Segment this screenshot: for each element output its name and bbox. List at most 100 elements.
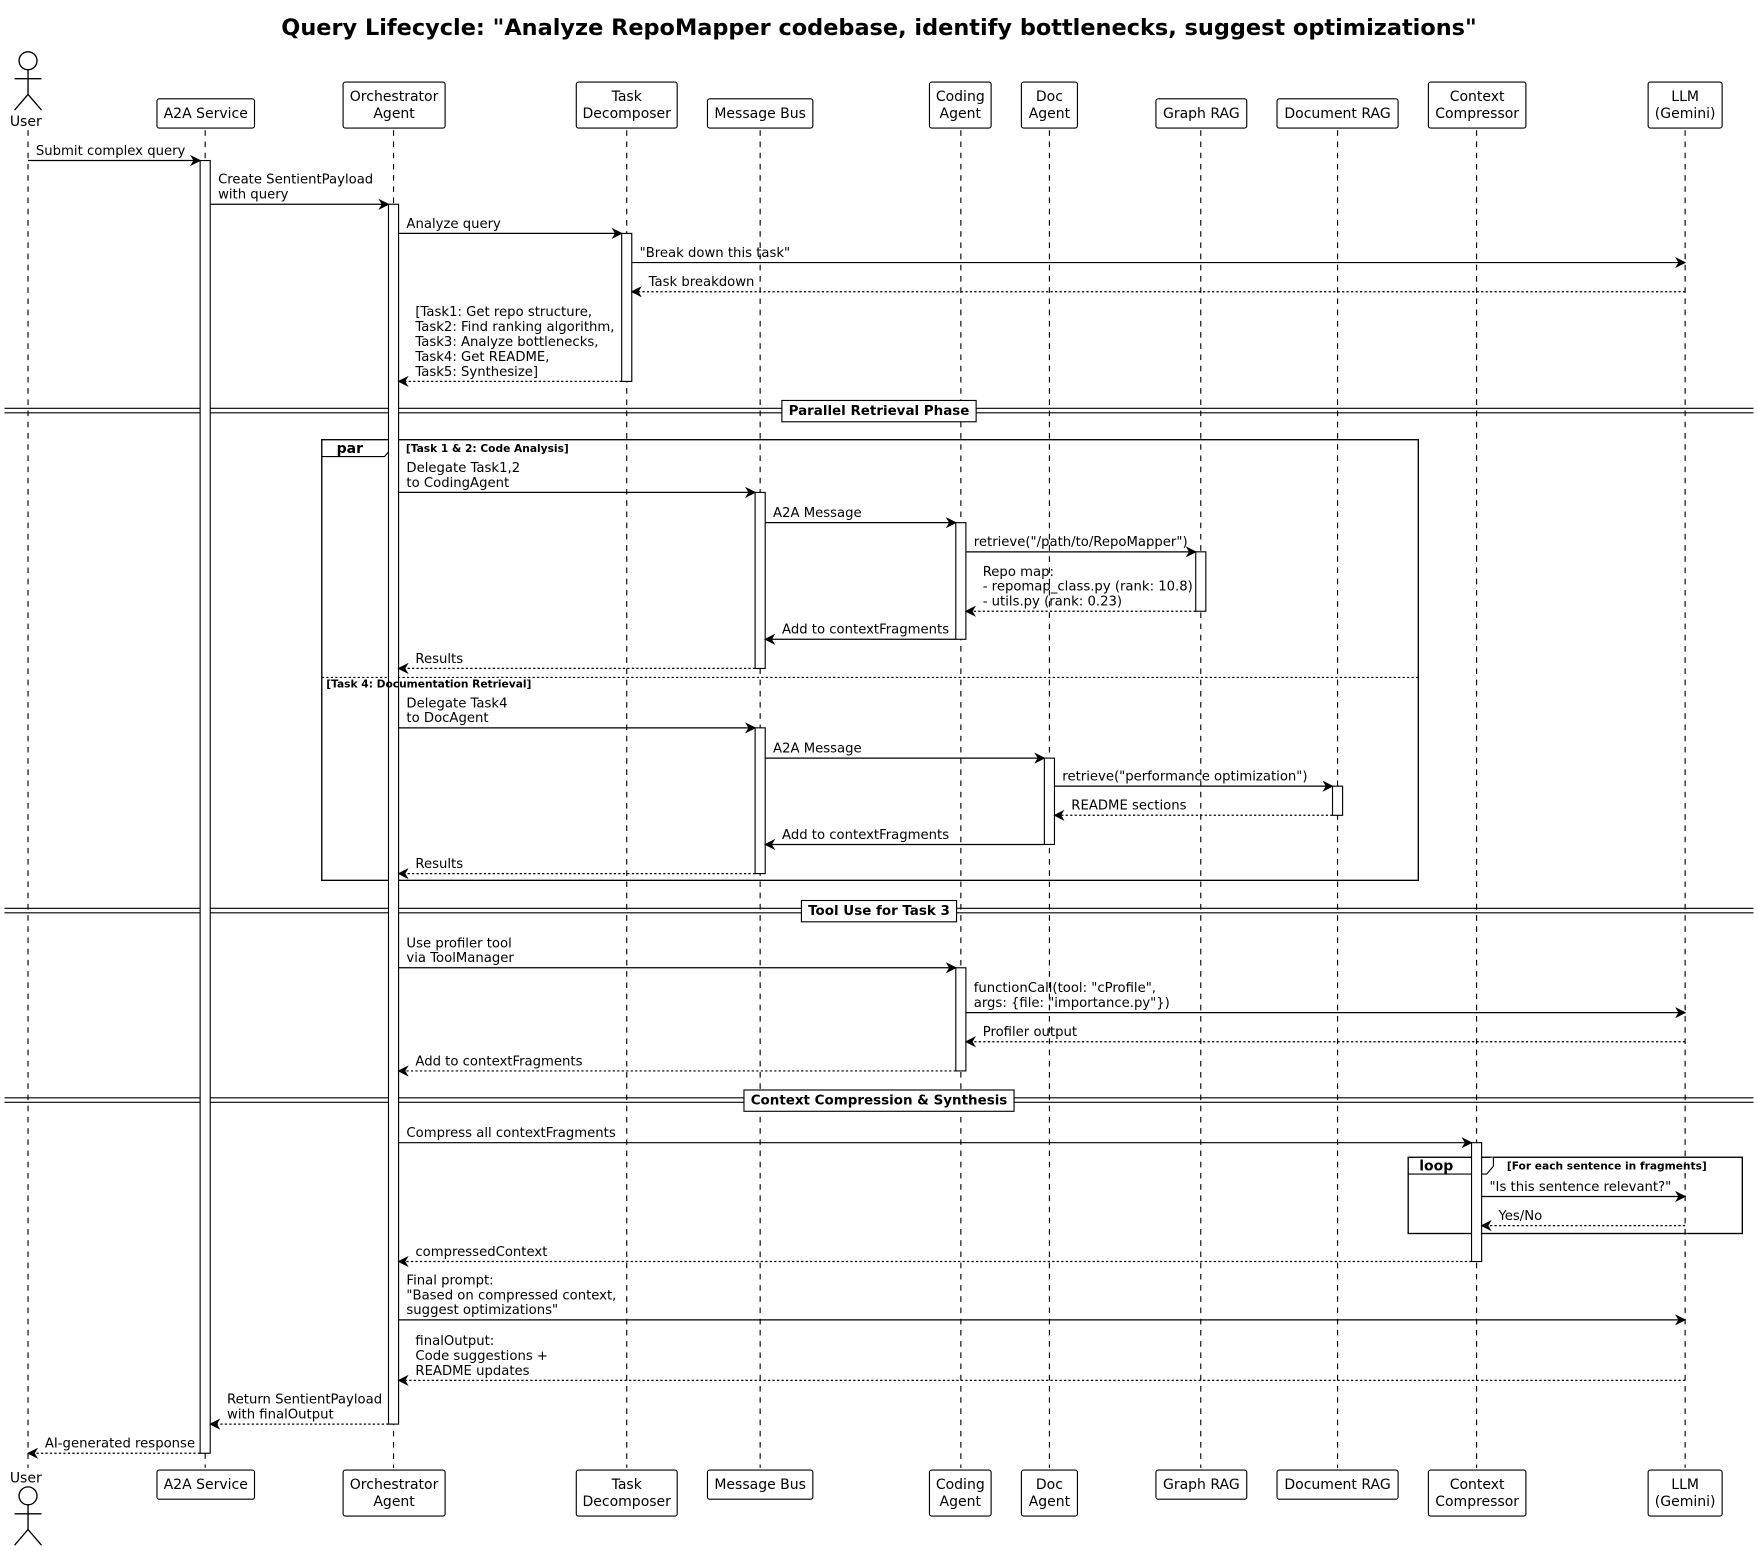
message-label: Results — [415, 857, 463, 872]
message-label: Results — [415, 652, 463, 667]
participant-box — [928, 81, 992, 129]
message-mb-to-coding: A2A Message — [765, 506, 957, 529]
fragment-keyword: loop — [1419, 1159, 1453, 1175]
bottom-participant-coding: CodingAgent — [928, 1469, 992, 1517]
message-label: - utils.py (rank: 0.23) — [983, 595, 1122, 610]
message-mb-to-doc: A2A Message — [765, 742, 1046, 764]
activation-bar-coding — [955, 967, 967, 1072]
message-label: A2A Message — [773, 742, 862, 757]
participant-label: Orchestrator — [350, 89, 439, 105]
participant-label: Graph RAG — [1163, 1477, 1240, 1493]
message-graph-to-coding: Repo map:- repomap_class.py (rank: 10.8)… — [964, 565, 1196, 617]
activation-bar-a2a — [199, 159, 211, 1454]
divider-label: Parallel Retrieval Phase — [789, 404, 970, 419]
participant-label: Coding — [936, 89, 985, 105]
message-label: Compress all contextFragments — [406, 1126, 615, 1141]
message-label: Submit complex query — [36, 144, 186, 159]
participant-label: LLM — [1671, 89, 1699, 105]
message-label: "Break down this task" — [640, 246, 790, 261]
message-label: Code suggestions + — [415, 1349, 548, 1364]
participant-label: Task — [611, 89, 643, 105]
bottom-participant-user: User — [10, 1470, 42, 1546]
message-llm-to-td: Task breakdown — [630, 275, 1686, 298]
par-fragment — [321, 439, 1419, 882]
participant-label: Agent — [940, 106, 982, 122]
message-label: Yes/No — [1497, 1209, 1542, 1224]
participant-label: Agent — [1029, 1494, 1071, 1510]
message-ctx-to-orch: compressedContext — [397, 1245, 1472, 1268]
message-label: AI-generated response — [45, 1437, 195, 1452]
fragment-keyword: par — [337, 441, 363, 457]
message-label: Create SentientPayload — [218, 173, 373, 188]
divider-box — [781, 399, 977, 423]
participant-label: (Gemini) — [1655, 106, 1716, 122]
diagram-title: Query Lifecycle: "Analyze RepoMapper cod… — [281, 15, 1476, 41]
message-label: args: {file: "importance.py"}) — [974, 996, 1170, 1011]
fragment-condition: [Task 1 & 2: Code Analysis] — [406, 442, 569, 455]
participant-label: Task — [611, 1477, 643, 1493]
activation-bar-mb — [754, 727, 766, 875]
participant-box — [1647, 1469, 1723, 1517]
message-label: Analyze query — [406, 217, 501, 232]
divider: Parallel Retrieval Phase — [4, 399, 1754, 423]
activation-bar-mb — [754, 491, 766, 669]
fragment-condition: [For each sentence in fragments] — [1507, 1160, 1707, 1173]
bottom-participant-graph: Graph RAG — [1155, 1469, 1248, 1500]
top-participant-llm: LLM(Gemini) — [1647, 81, 1723, 129]
message-label: Task3: Analyze bottlenecks, — [414, 335, 598, 350]
message-label: README updates — [415, 1364, 529, 1379]
message-coding-to-mb: Add to contextFragments — [764, 623, 956, 645]
message-label: README sections — [1071, 799, 1186, 814]
participant-label: Decomposer — [583, 1494, 672, 1510]
message-orch-to-mb: Delegate Task1,2to CodingAgent — [398, 461, 757, 499]
participant-box — [575, 81, 678, 129]
top-participant-user: User — [10, 51, 42, 130]
actor-icon — [18, 51, 38, 71]
message-label: to DocAgent — [406, 711, 488, 726]
divider-label: Tool Use for Task 3 — [808, 904, 950, 919]
participant-label: Compressor — [1435, 106, 1519, 122]
participant-label: Compressor — [1435, 1494, 1519, 1510]
participant-box — [1020, 1469, 1079, 1517]
participant-box — [1155, 98, 1248, 129]
participant-box — [1427, 81, 1527, 129]
message-label: to CodingAgent — [406, 476, 509, 491]
message-label: Use profiler tool — [406, 936, 511, 951]
fragment-border — [321, 439, 1419, 882]
message-orch-to-td: Analyze query — [398, 217, 623, 240]
participant-box — [1155, 1469, 1248, 1500]
participant-label: Decomposer — [583, 106, 672, 122]
participant-box — [928, 1469, 992, 1517]
activation-bar-orch — [387, 203, 400, 1425]
message-label: Task2: Find ranking algorithm, — [414, 320, 614, 335]
top-participant-a2a: A2A Service — [156, 98, 256, 129]
participant-label: Document RAG — [1284, 106, 1390, 122]
message-label: retrieve("/path/to/RepoMapper") — [974, 535, 1188, 550]
participant-box — [1020, 81, 1079, 129]
message-label: A2A Message — [773, 506, 862, 521]
participant-label: (Gemini) — [1655, 1494, 1716, 1510]
divider-box — [800, 899, 958, 923]
participant-box — [156, 98, 256, 129]
fragment-border — [1407, 1156, 1743, 1235]
activation-bar-docrag — [1331, 785, 1344, 816]
message-user-to-a2a: Submit complex query — [28, 144, 202, 167]
top-participant-docrag: Document RAG — [1276, 98, 1399, 129]
participant-label: Context — [1450, 89, 1505, 105]
message-label: Add to contextFragments — [415, 1054, 582, 1069]
participant-box — [1276, 1469, 1399, 1500]
activation-bar-coding — [955, 522, 967, 640]
message-docrag-to-doc: README sections — [1053, 799, 1333, 821]
participant-box — [575, 1469, 678, 1517]
participant-label: Document RAG — [1284, 1477, 1390, 1493]
participant-label: Message Bus — [714, 106, 806, 122]
message-orch-to-llm: Final prompt:"Based on compressed contex… — [398, 1273, 1687, 1326]
